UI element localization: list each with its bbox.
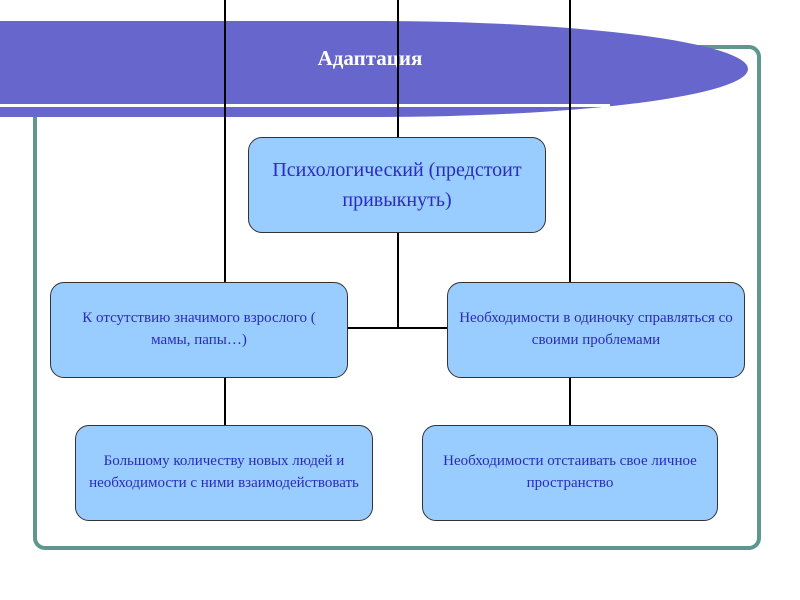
connector-right-vertical	[569, 0, 571, 283]
root-node: Психологический (предстоит привыкнуть)	[248, 137, 546, 233]
connector-left-lower	[224, 378, 226, 426]
node-absence-adult: К отсутствию значимого взрослого ( мамы,…	[50, 282, 348, 378]
banner-stripe	[0, 104, 610, 107]
node-new-people: Большому количеству новых людей и необхо…	[75, 425, 373, 521]
node-self-reliance: Необходимости в одиночку справляться со …	[447, 282, 745, 378]
slide-title: Адаптация	[317, 46, 423, 70]
connector-right-lower	[569, 378, 571, 426]
title-banner	[0, 21, 748, 117]
connector-left-vertical	[224, 0, 226, 283]
node-personal-space: Необходимости отстаивать свое личное про…	[422, 425, 718, 521]
connector-horizontal	[348, 327, 448, 329]
